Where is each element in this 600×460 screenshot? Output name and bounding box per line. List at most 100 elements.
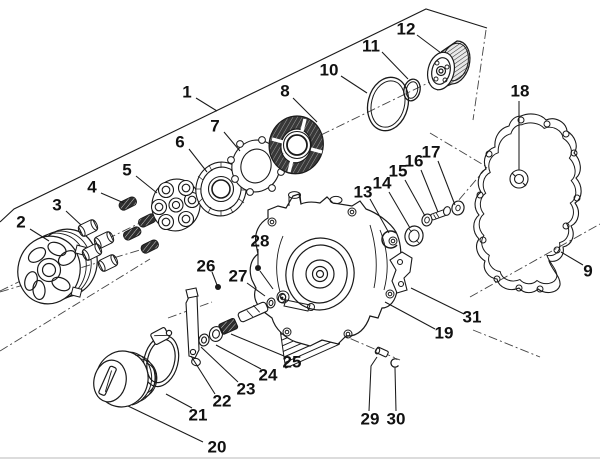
leader-line-19 — [384, 301, 436, 330]
part-label-19: 19 — [435, 324, 454, 343]
seal-part14 — [404, 225, 424, 247]
leader-line-8 — [292, 97, 318, 123]
part-label-10: 10 — [320, 61, 339, 80]
o-ring-part11 — [403, 78, 421, 102]
part-label-5: 5 — [122, 161, 131, 180]
small-ring — [266, 297, 276, 309]
part-label-25: 25 — [283, 353, 302, 372]
gasket-inner-outline — [478, 122, 577, 285]
part-label-13: 13 — [354, 183, 373, 202]
leader-line-7 — [223, 131, 241, 152]
leader-line-17 — [437, 160, 456, 206]
leader-dot-26 — [215, 284, 221, 290]
springs-part4 — [118, 196, 159, 254]
crankcase-outline — [249, 193, 402, 347]
part-label-29: 29 — [361, 410, 380, 429]
oil-filler-neck — [288, 191, 343, 206]
part-label-11: 11 — [362, 37, 380, 56]
part-label-24: 24 — [259, 366, 278, 385]
part-label-22: 22 — [213, 392, 232, 411]
gasket-bolt-holes — [476, 116, 581, 293]
part-label-16: 16 — [405, 152, 424, 171]
part-label-4: 4 — [87, 178, 97, 197]
disc8-spokes — [271, 118, 323, 173]
pulley-face-holes — [433, 60, 450, 83]
leader-line-12 — [416, 34, 442, 54]
leader-line-25 — [230, 333, 285, 357]
crankcase-ribs — [276, 224, 388, 293]
leader-line-26 — [211, 271, 218, 286]
cover-gasket-part18 — [473, 113, 582, 294]
clutch-release-arm — [276, 290, 315, 312]
leader-line-30 — [394, 367, 397, 412]
knurled-bush-part25 — [218, 317, 239, 335]
part-label-20: 20 — [208, 438, 227, 457]
leader-line-22 — [190, 355, 216, 395]
bolt-part16 — [430, 206, 452, 221]
carrier-plate-part5 — [150, 178, 201, 232]
center-axis-line — [429, 132, 488, 168]
washer-part15 — [421, 213, 433, 227]
leader-line-21 — [165, 393, 193, 409]
part-label-21: 21 — [189, 406, 208, 425]
gasket-outer-outline — [473, 113, 582, 294]
steel-plate-part7 — [227, 136, 285, 196]
part-label-8: 8 — [280, 82, 289, 101]
leader-line-16 — [420, 169, 439, 213]
part-label-12: 12 — [397, 20, 416, 39]
part-label-23: 23 — [237, 380, 256, 399]
center-axis-line — [472, 329, 541, 358]
leader-line-6 — [188, 148, 208, 173]
leader-lines — [29, 34, 584, 443]
part-label-28: 28 — [251, 232, 270, 251]
leader-line-27 — [246, 282, 266, 297]
leader-line-20 — [127, 405, 204, 443]
leader-line-13 — [369, 198, 390, 234]
disc8-friction-ring — [268, 115, 324, 175]
gasket-grommet — [509, 169, 529, 189]
leader-line-29 — [368, 356, 378, 412]
crankcase-part19 — [249, 191, 402, 347]
part-label-30: 30 — [387, 410, 406, 429]
leader-line-15 — [404, 179, 426, 217]
center-axis-line — [334, 331, 401, 361]
assembly-group-boundary — [0, 8, 488, 223]
circlip-part30 — [390, 358, 400, 368]
crankcase-bosses — [267, 207, 398, 339]
part-label-6: 6 — [175, 133, 184, 152]
part-label-9: 9 — [583, 262, 592, 281]
leader-line-4 — [100, 192, 125, 204]
friction-disc-part8 — [268, 115, 324, 175]
center-axis-line — [469, 223, 600, 298]
clutch-bell-part2 — [17, 228, 98, 305]
cover-slot — [98, 365, 117, 396]
washer-part24 — [208, 326, 224, 342]
leader-line-31 — [410, 287, 465, 315]
part-label-14: 14 — [373, 174, 392, 193]
leader-line-1 — [195, 97, 218, 112]
part-label-15: 15 — [389, 162, 408, 181]
part-label-3: 3 — [52, 196, 61, 215]
leader-line-10 — [340, 75, 368, 94]
center-axis-line — [0, 258, 151, 352]
leader-line-9 — [560, 251, 584, 266]
lever-part22 — [185, 287, 201, 367]
pushrod-shaft — [237, 301, 269, 323]
part-label-17: 17 — [422, 143, 441, 162]
leader-line-2 — [29, 228, 50, 242]
bracket-part31 — [389, 251, 413, 294]
o-ring-part10 — [366, 76, 410, 132]
leader-line-11 — [381, 51, 409, 80]
leader-line-23 — [200, 346, 239, 383]
part-label-7: 7 — [210, 117, 219, 136]
dowel-pin-part29 — [374, 346, 389, 358]
part-label-18: 18 — [511, 82, 530, 101]
part-label-2: 2 — [16, 213, 25, 232]
part-label-1: 1 — [182, 83, 191, 102]
leader-line-14 — [388, 191, 411, 229]
leader-dots — [215, 265, 261, 290]
part-label-31: 31 — [463, 308, 482, 327]
leader-dot-28 — [255, 265, 261, 271]
